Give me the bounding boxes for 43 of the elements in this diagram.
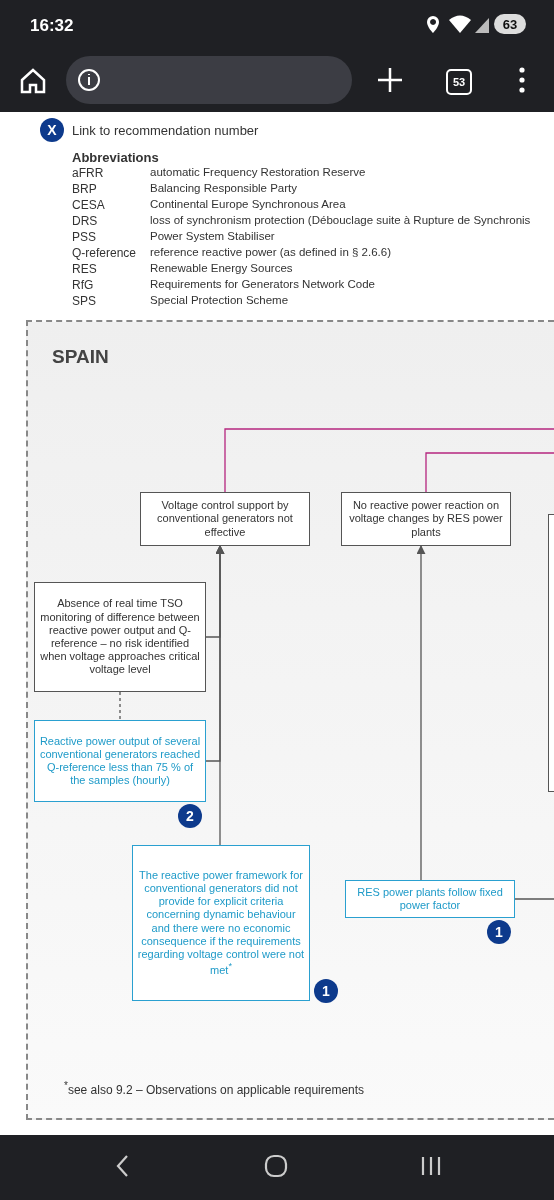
tab-count: 53 (446, 69, 472, 95)
process-box: The reactive power framework for conventional generators did not provide for explicit criteria concerning dynamic behaviour and there were no economic consequence if the requirements regarding voltage control were not met$^{*}$ (132, 845, 310, 1001)
abbreviation-definition: loss of synchronism protection (Débouclage suite à Rupture de Synchronis (150, 214, 531, 226)
abbreviation-definition: Power System Stabiliser (150, 230, 275, 242)
abbreviation: aFRR (72, 166, 104, 180)
arrow (215, 545, 225, 846)
process-box: Absence of real time TSO monitoring of difference between reactive power output and Q-reference – no risk identified when voltage approaches critical voltage level (34, 582, 206, 692)
arrow (416, 545, 426, 881)
recommendation-badge: 1 (314, 979, 338, 1003)
connector-line (224, 428, 554, 493)
section-heading: Abbreviations (72, 150, 159, 165)
abbreviation: DRS (72, 214, 98, 228)
abbreviation-definition: Requirements for Generators Network Code (150, 278, 375, 290)
abbreviation-definition: automatic Frequency Restoration Reserve (150, 166, 366, 178)
process-box: RES power plants follow fixed power factor (345, 880, 515, 918)
abbreviation-definition: Balancing Responsible Party (150, 182, 298, 194)
process-box: Reactive power output of several conventional generators reached Q-reference less than 75 % of the samples (hourly) (34, 720, 206, 802)
battery-indicator: 63 (494, 14, 526, 34)
recommendation-badge: 1 (487, 920, 511, 944)
legend-text: Link to recommendation number (72, 123, 259, 138)
process-box: No reactive power reaction on voltage changes by RES power plants (341, 492, 511, 546)
abbreviation: RES (72, 262, 97, 276)
abbreviation: BRP (72, 182, 97, 196)
abbreviation: RfG (72, 278, 94, 292)
partial-box (548, 514, 554, 792)
abbreviation: Q-reference (72, 246, 137, 260)
connector-line (119, 691, 121, 721)
section-title: SPAIN (52, 346, 109, 368)
abbreviation-definition: Special Protection Scheme (150, 294, 289, 306)
connector-line (425, 452, 554, 493)
abbreviation-definition: reference reactive power (as defined in § 2.6.6) (150, 246, 391, 258)
abbreviation: SPS (72, 294, 96, 308)
connector-line (514, 898, 554, 900)
abbreviation-definition: Continental Europe Synchronous Area (150, 198, 346, 210)
abbreviation: CESA (72, 198, 105, 212)
recommendation-badge: X (40, 118, 64, 142)
section-panel (26, 320, 554, 1120)
recommendation-badge: 2 (178, 804, 202, 828)
process-box: Voltage control support by conventional generators not effective (140, 492, 310, 546)
abbreviation-definition: Renewable Energy Sources (150, 262, 293, 274)
status-time: 16:32 (30, 16, 74, 36)
abbreviation: PSS (72, 230, 96, 244)
footnote: $^{*}$see also 9.2 – Observations on applicable requirements (64, 1080, 365, 1097)
